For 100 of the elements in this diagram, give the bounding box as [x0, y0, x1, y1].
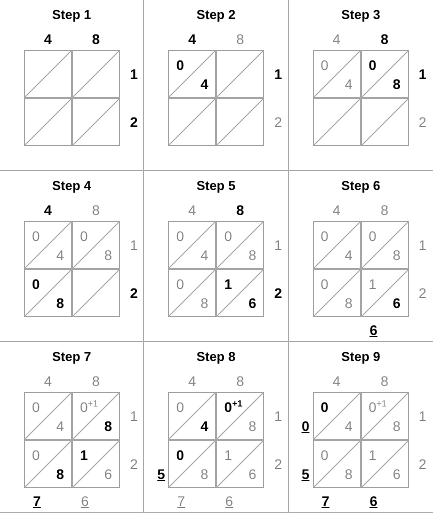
- units-digit: 4: [200, 418, 208, 434]
- units-digit: 4: [200, 247, 208, 263]
- units-digit: 4: [200, 76, 208, 92]
- multiplier-digit: 1: [274, 237, 282, 253]
- lattice-cell: [312, 392, 361, 440]
- lattice-cell: [72, 392, 120, 440]
- units-digit: 4: [344, 247, 353, 263]
- lattice-cell: [24, 392, 72, 440]
- tens-digit: 0: [80, 228, 88, 244]
- units-digit: 8: [56, 466, 64, 482]
- result-digit: 7: [177, 493, 186, 509]
- tens-digit: 0: [176, 57, 184, 73]
- empty-lattice-cell: [72, 269, 120, 317]
- tens-digit: 0: [224, 228, 232, 244]
- lattice-cell: [360, 221, 409, 269]
- multiplicand-digit: 4: [44, 373, 52, 389]
- multiplier-digit: 2: [130, 285, 138, 301]
- multiplicand-digit: 8: [236, 31, 244, 47]
- lattice-cell: [168, 440, 216, 488]
- lattice-cell: [360, 269, 409, 317]
- lattice-cell: [72, 221, 120, 269]
- empty-lattice-cell: [216, 50, 264, 98]
- lattice-cell: [312, 50, 361, 98]
- step-heading: Step 3: [341, 7, 380, 22]
- empty-lattice-cell: [24, 98, 72, 146]
- units-digit: 8: [392, 76, 401, 92]
- tens-digit: 0: [176, 276, 184, 292]
- result-digit: 0: [302, 418, 310, 434]
- multiplier-digit: 2: [274, 285, 282, 301]
- result-digit: 7: [322, 493, 330, 509]
- tens-digit: 0: [176, 447, 184, 463]
- multiplicand-digit: 8: [92, 373, 100, 389]
- lattice-cell: [312, 269, 361, 317]
- multiplier-digit: 1: [130, 66, 138, 82]
- multiplier-digit: 1: [418, 66, 426, 82]
- lattice-cell: [168, 392, 216, 440]
- multiplier-digit: 1: [130, 408, 138, 424]
- tens-digit: 1: [224, 276, 232, 292]
- step-heading: Step 6: [341, 178, 380, 193]
- multiplier-digit: 1: [418, 237, 426, 253]
- units-digit: 4: [56, 247, 64, 263]
- step-heading: Step 8: [196, 349, 236, 364]
- tens-digit: 0: [32, 276, 40, 292]
- units-digit: 8: [56, 295, 64, 311]
- step-heading: Step 9: [341, 349, 380, 364]
- units-digit: 8: [104, 418, 112, 434]
- multiplicand-digit: 8: [92, 202, 100, 218]
- lattice-cell: [216, 221, 264, 269]
- tens-digit: 0: [32, 447, 40, 463]
- tens-digit: 0: [320, 399, 328, 415]
- tens-digit: 1: [368, 447, 376, 463]
- multiplicand-digit: 8: [380, 202, 388, 218]
- tens-digit: 0: [32, 399, 40, 415]
- lattice-cell: [24, 440, 72, 488]
- units-digit: 8: [248, 418, 256, 434]
- multiplier-digit: 2: [418, 285, 426, 301]
- multiplier-digit: 2: [130, 456, 138, 472]
- units-digit: 6: [248, 466, 256, 482]
- result-digit: 6: [81, 493, 89, 509]
- units-digit: 8: [344, 466, 353, 482]
- multiplier-digit: 2: [418, 114, 426, 130]
- multiplicand-digit: 8: [236, 202, 244, 218]
- units-digit: 8: [248, 247, 256, 263]
- tens-digit: 0: [176, 228, 184, 244]
- tens-digit: 0: [368, 57, 376, 73]
- lattice-cell: [312, 440, 361, 488]
- tens-digit: 0: [368, 228, 376, 244]
- lattice-cell: [168, 221, 216, 269]
- lattice-cell: [360, 440, 409, 488]
- multiplier-digit: 1: [130, 237, 138, 253]
- step-heading: Step 1: [52, 7, 92, 22]
- result-digit: 5: [302, 466, 310, 482]
- units-digit: 6: [104, 466, 112, 482]
- multiplicand-digit: 4: [44, 31, 52, 47]
- step-heading: Step 7: [52, 349, 92, 364]
- multiplicand-digit: 4: [332, 373, 340, 389]
- empty-lattice-cell: [312, 98, 361, 146]
- multiplicand-digit: 4: [188, 31, 196, 47]
- multiplier-digit: 2: [418, 456, 426, 472]
- lattice-cell: [72, 440, 120, 488]
- units-digit: 8: [200, 295, 208, 311]
- multiplicand-digit: 8: [92, 31, 100, 47]
- step-panel: [144, 342, 289, 513]
- multiplicand-digit: 4: [332, 31, 340, 47]
- lattice-cell: [168, 269, 216, 317]
- lattice-cell: [360, 50, 409, 98]
- step-panel: [144, 0, 289, 171]
- tens-digit: 0: [320, 228, 328, 244]
- step-heading: Step 2: [196, 7, 236, 22]
- tens-digit: 0: [32, 228, 40, 244]
- empty-lattice-cell: [72, 50, 120, 98]
- result-digit: 5: [157, 466, 166, 482]
- units-digit: 4: [344, 418, 353, 434]
- step-heading: Step 5: [196, 178, 236, 193]
- step-heading: Step 4: [52, 178, 92, 193]
- result-digit: 7: [33, 493, 41, 509]
- result-digit: 6: [370, 322, 378, 338]
- units-digit: 6: [392, 466, 401, 482]
- tens-digit: 1: [80, 447, 88, 463]
- empty-lattice-cell: [216, 98, 264, 146]
